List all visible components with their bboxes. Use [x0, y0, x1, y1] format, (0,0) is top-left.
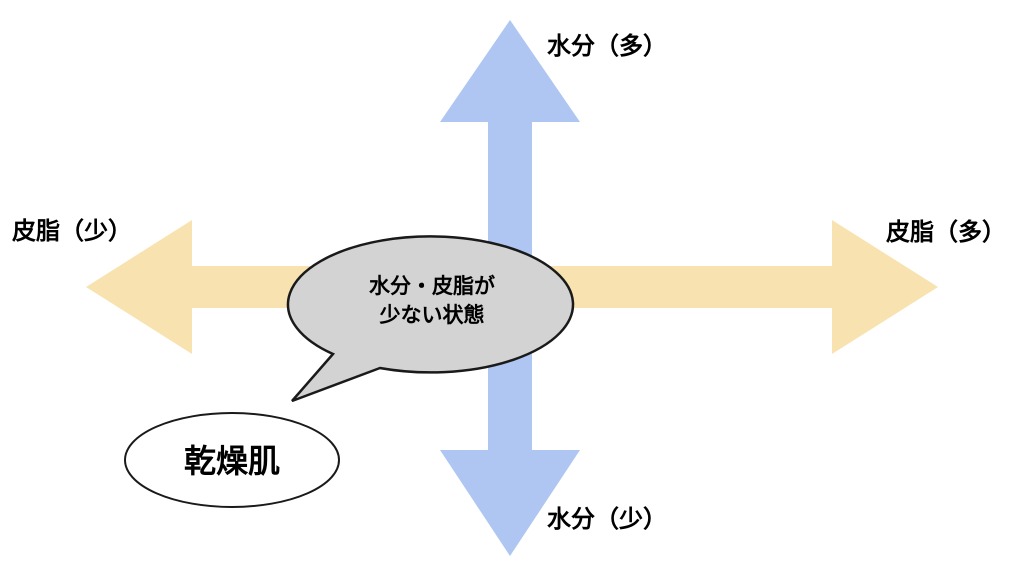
callout-bubble: [286, 235, 575, 403]
dry-skin-label: 乾燥肌: [184, 443, 280, 479]
moisture-low-label: 水分（少）: [547, 506, 667, 533]
dry-skin-ellipse: [124, 412, 340, 508]
sebum-low-label: 皮脂（少）: [12, 218, 132, 245]
moisture-high-label: 水分（多）: [547, 33, 667, 60]
sebum-high-label: 皮脂（多）: [886, 219, 1006, 246]
callout-text-line1: 水分・皮脂が: [369, 274, 495, 298]
callout-text-line2: 少ない状態: [379, 303, 485, 327]
